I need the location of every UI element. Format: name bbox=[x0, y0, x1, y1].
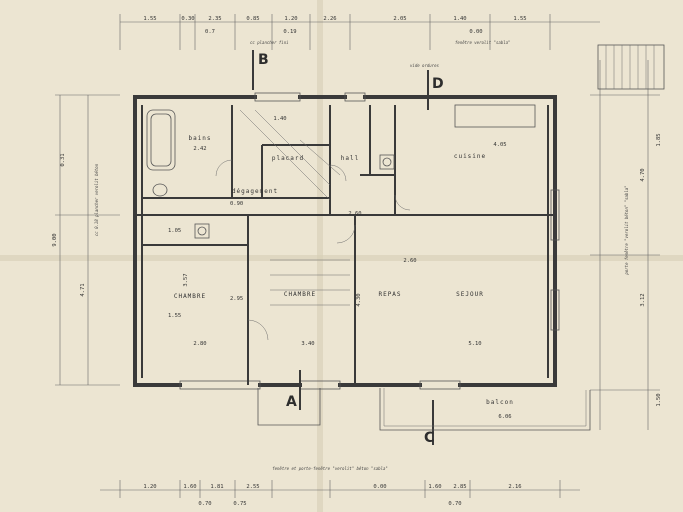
left-dimension-chain: 0.31 4.71 9.00 cc 0.18 plancher verolit … bbox=[52, 94, 120, 386]
stoop bbox=[257, 388, 321, 426]
label-porte-fenetre-right: porte fenêtre "verolit béton" "sabla" bbox=[624, 185, 629, 274]
dim-left-3: 9.00 bbox=[52, 233, 58, 246]
section-label-b: B bbox=[258, 52, 269, 68]
dim-chambre-1-h: 3.57 bbox=[183, 273, 189, 286]
balcony: balcon 6.06 bbox=[379, 388, 591, 431]
label-bottom-note: fenêtre et porte-fenêtre "verolit" béton… bbox=[272, 466, 388, 471]
window-hall bbox=[344, 92, 366, 102]
dim-bottom-cc-2: 0.75 bbox=[233, 501, 246, 507]
bathroom-fixtures bbox=[146, 109, 210, 239]
outer-walls bbox=[133, 95, 557, 387]
room-label-chambre-2: CHAMBRE bbox=[284, 291, 316, 298]
dim-top-4: 0.85 bbox=[246, 16, 259, 22]
room-label-cuisine: cuisine bbox=[454, 153, 486, 160]
dim-bottom-2: 1.60 bbox=[183, 484, 196, 490]
sink bbox=[194, 223, 210, 239]
section-mark-d: D bbox=[427, 70, 444, 110]
label-cc-plancher-fini: cc plancher fini bbox=[250, 40, 289, 45]
dim-bottom-6: 1.60 bbox=[428, 484, 441, 490]
room-label-degagement: dégagement bbox=[232, 188, 278, 195]
door-swings bbox=[215, 159, 411, 341]
dim-top-8: 1.40 bbox=[453, 16, 466, 22]
dim-right-2: 3.12 bbox=[640, 293, 646, 306]
dim-bains: 2.42 bbox=[193, 146, 206, 152]
dim-chambre-1: 2.80 bbox=[193, 341, 206, 347]
window-sejour bbox=[419, 380, 461, 390]
dim-sejour-h: 4.30 bbox=[356, 293, 362, 306]
dim-top-2: 0.30 bbox=[181, 16, 194, 22]
bathtub bbox=[146, 109, 176, 171]
section-label-c: C bbox=[424, 430, 434, 446]
top-dimension-chain: 1.55 0.30 2.35 0.85 1.20 2.26 2.05 1.40 … bbox=[119, 14, 600, 50]
dim-top-7: 2.05 bbox=[393, 16, 406, 22]
section-mark-b: B bbox=[252, 50, 269, 90]
window-bains bbox=[254, 92, 301, 102]
dim-top-1: 1.55 bbox=[143, 16, 156, 22]
dim-top-cc-1: 0.7 bbox=[205, 29, 215, 35]
room-label-placard: placard bbox=[272, 155, 304, 162]
window-chambre bbox=[179, 380, 261, 390]
room-label-bains: bains bbox=[188, 135, 211, 142]
dim-bottom-4: 2.55 bbox=[246, 484, 259, 490]
dim-right-4: 1.50 bbox=[656, 393, 662, 406]
dim-bottom-5: 0.00 bbox=[373, 484, 386, 490]
dim-small-3: 2.95 bbox=[230, 296, 243, 302]
dim-bottom-8: 2.16 bbox=[508, 484, 521, 490]
bottom-dimension-chain: 1.20 1.60 1.81 2.55 0.00 1.60 2.85 2.16 … bbox=[100, 466, 580, 507]
dim-deg-h: 0.90 bbox=[230, 201, 243, 207]
room-label-sejour: SEJOUR bbox=[456, 291, 484, 298]
dim-hall: 2.60 bbox=[348, 211, 361, 217]
window-sejour-side bbox=[550, 289, 560, 331]
room-label-balcon: balcon bbox=[486, 399, 514, 406]
section-mark-a: A bbox=[286, 370, 301, 410]
dim-left-2: 4.71 bbox=[80, 283, 86, 296]
dim-placard: 1.40 bbox=[273, 116, 286, 122]
label-vide-ordures: vide ordures bbox=[410, 63, 439, 68]
railing-top-right bbox=[597, 44, 665, 90]
dim-top-cc-2: 0.19 bbox=[283, 29, 296, 35]
dim-left-1: 0.31 bbox=[60, 153, 66, 166]
room-label-hall: hall bbox=[341, 155, 359, 162]
dim-top-cc-3: 0.00 bbox=[469, 29, 482, 35]
dim-bottom-7: 2.85 bbox=[453, 484, 466, 490]
room-label-chambre-1: CHAMBRE bbox=[174, 293, 206, 300]
kitchen-counter bbox=[379, 104, 536, 170]
label-fenetre-verolit: fenêtre verolit "sabla" bbox=[455, 40, 510, 45]
dim-small-2: 1.55 bbox=[168, 313, 181, 319]
dim-small-1: 1.05 bbox=[168, 228, 181, 234]
kitchen-stove bbox=[379, 154, 395, 170]
section-mark-c: C bbox=[424, 400, 434, 446]
dim-cuisine: 4.05 bbox=[493, 142, 506, 148]
dim-bottom-1: 1.20 bbox=[143, 484, 156, 490]
dim-chambre-2: 3.40 bbox=[301, 341, 314, 347]
dim-right-1: 4.70 bbox=[640, 168, 646, 181]
right-dimension-chain: 4.70 3.12 1.85 1.50 porte fenêtre "verol… bbox=[590, 60, 662, 430]
dim-repas: 2.60 bbox=[403, 258, 416, 264]
room-label-repas: REPAS bbox=[378, 291, 401, 298]
dim-bottom-cc-3: 0.70 bbox=[448, 501, 461, 507]
toilet bbox=[152, 183, 168, 197]
dim-sejour: 5.10 bbox=[468, 341, 481, 347]
label-left-vertical: cc 0.18 plancher verolit béton bbox=[94, 163, 99, 236]
interior-walls bbox=[135, 105, 555, 385]
dim-right-3: 1.85 bbox=[656, 133, 662, 146]
section-label-a: A bbox=[286, 394, 297, 410]
dim-top-9: 1.55 bbox=[513, 16, 526, 22]
staircase bbox=[239, 109, 350, 306]
dim-bottom-3: 1.81 bbox=[210, 484, 223, 490]
dim-top-5: 1.20 bbox=[284, 16, 297, 22]
dim-balcon: 6.06 bbox=[498, 414, 511, 420]
section-label-d: D bbox=[432, 76, 444, 92]
dim-bottom-cc-1: 0.70 bbox=[198, 501, 211, 507]
dim-top-6: 2.26 bbox=[323, 16, 336, 22]
dim-top-3: 2.35 bbox=[208, 16, 221, 22]
